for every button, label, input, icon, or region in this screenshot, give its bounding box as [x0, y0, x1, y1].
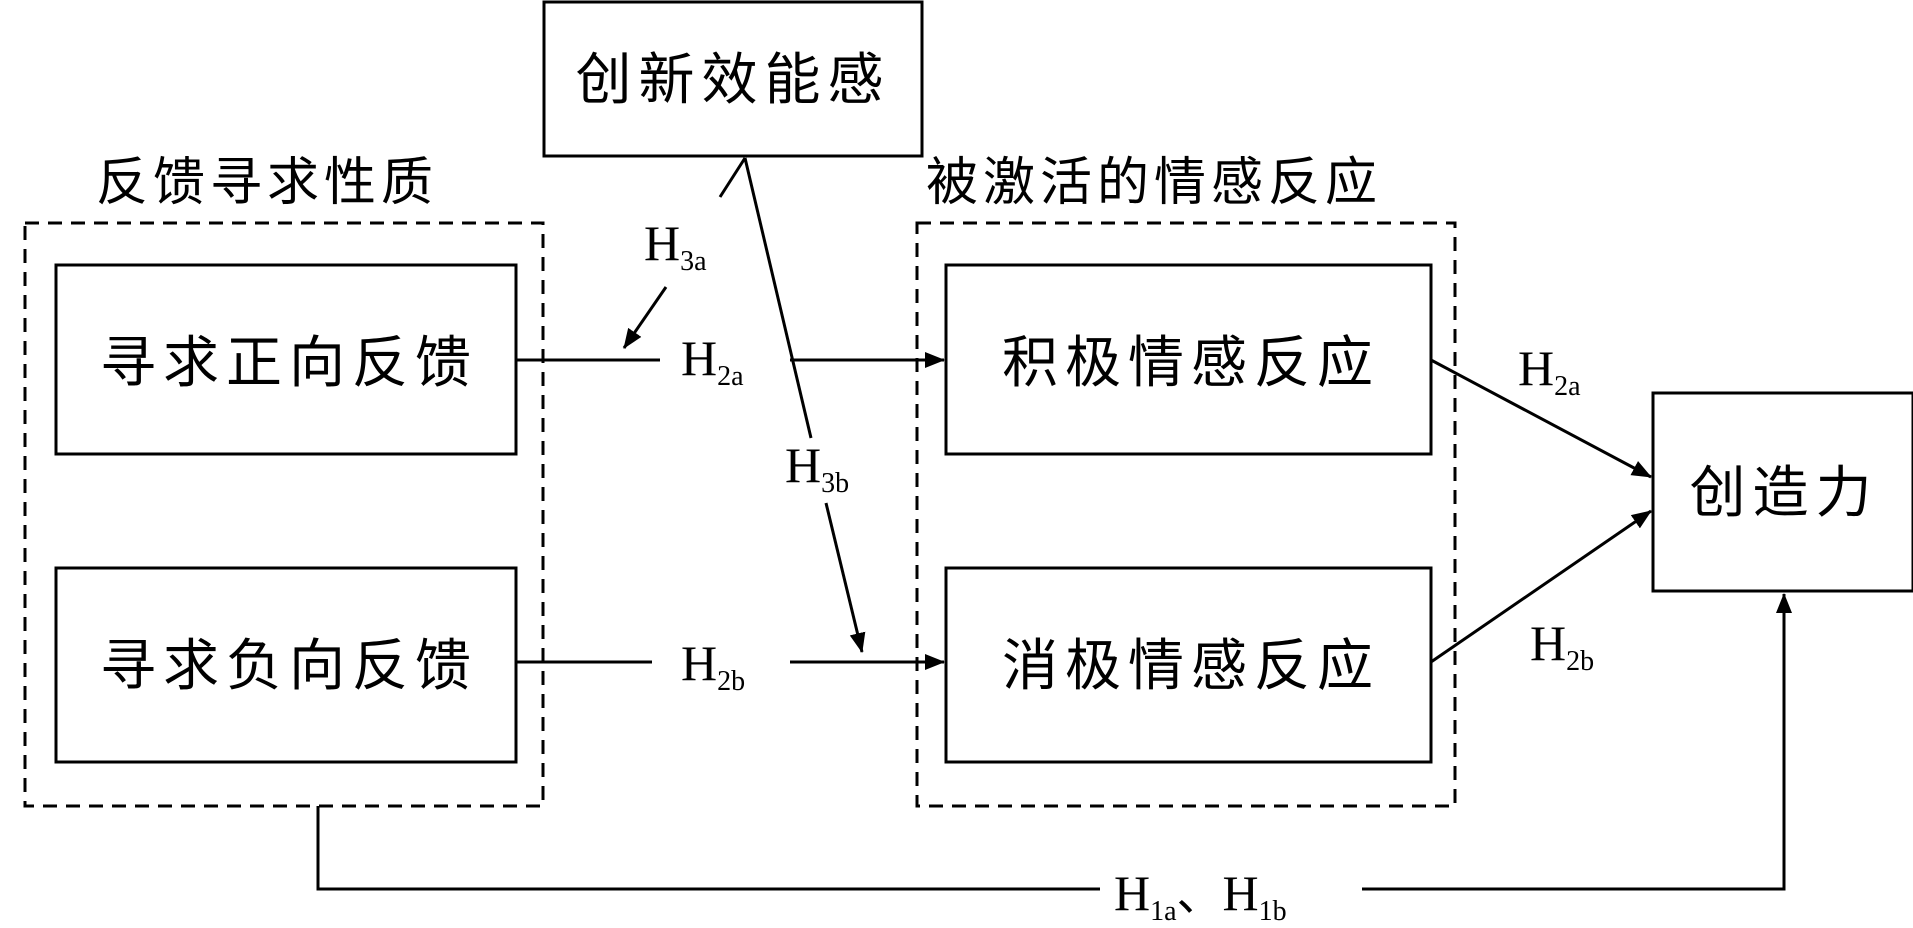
- creativity-label: 创造力: [1690, 461, 1879, 526]
- affective-response-group: [915, 221, 1457, 808]
- hypothesis-h2a-left-label: H2a: [681, 330, 744, 392]
- hypothesis-h2b-left-label: H2b: [681, 635, 745, 697]
- edge-direct-effect-left: [316, 806, 1100, 891]
- hypothesis-h3b-label: H3b: [785, 437, 849, 499]
- negative-affect-label: 消极情感反应: [1002, 634, 1380, 699]
- hypothesis-h2b-right-label: H2b: [1530, 615, 1594, 677]
- seek-positive-box: [54, 263, 518, 456]
- edge-direct-effect-right: [1362, 593, 1792, 891]
- seek-negative-box: [54, 566, 518, 764]
- innovation-efficacy-label: 创新效能感: [576, 48, 891, 113]
- creativity-box: [1651, 391, 1913, 593]
- edge-moderator-h3b-bottom: [824, 502, 866, 653]
- edge-positive-affect-creativity: [1430, 358, 1652, 479]
- affective-response-group-title: 被激活的情感反应: [926, 153, 1382, 213]
- hypothesis-h2a-right-label: H2a: [1518, 340, 1581, 402]
- edge-moderator-h3b-top: [743, 157, 813, 439]
- seek-positive-label: 寻求正向反馈: [100, 331, 478, 396]
- feedback-seeking-group: [23, 221, 545, 808]
- positive-affect-label: 积极情感反应: [1002, 331, 1380, 396]
- positive-affect-box: [944, 263, 1433, 456]
- edge-negative-affect-creativity: [1430, 509, 1652, 664]
- hypothesis-h1-label: H1a、H1b: [1114, 865, 1287, 927]
- feedback-seeking-group-title: 反馈寻求性质: [96, 153, 438, 213]
- hypothesis-h3a-label: H3a: [644, 215, 707, 277]
- edge-moderator-h3a-bottom: [622, 286, 668, 349]
- negative-affect-box: [944, 566, 1433, 764]
- innovation-efficacy-box: [542, 0, 924, 158]
- seek-negative-label: 寻求负向反馈: [100, 634, 478, 699]
- edge-moderator-h3a-top: [718, 157, 747, 198]
